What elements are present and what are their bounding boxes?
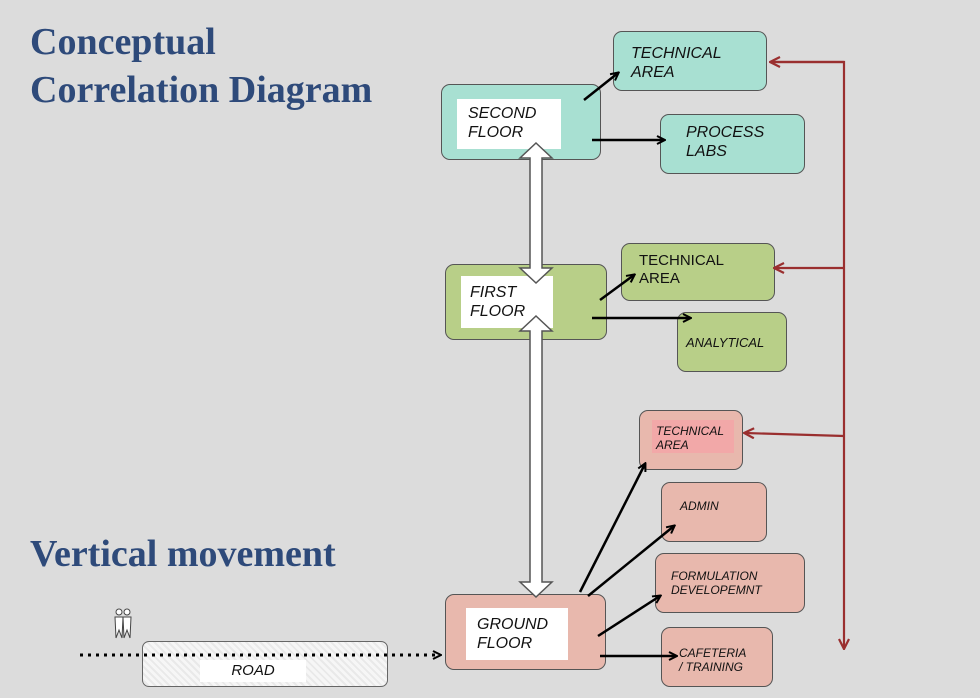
second-floor-technical-area-label: TECHNICAL AREA	[631, 45, 722, 81]
arrow-to-ground-technical	[578, 464, 645, 593]
arrow-to-admin	[587, 526, 674, 597]
formulation-development-label: FORMULATION DEVELOPEMNT	[671, 569, 762, 598]
diagram-title-line2: Correlation Diagram	[30, 69, 373, 111]
process-labs-label: PROCESS LABS	[686, 124, 765, 160]
first-floor-technical-area-label: TECHNICAL AREA	[639, 252, 725, 287]
road-label: ROAD	[200, 660, 306, 682]
cafeteria-training-label: CAFETERIA / TRAINING	[679, 646, 747, 675]
second-floor-label: SECOND FLOOR	[468, 105, 537, 141]
ground-technical-highlight	[652, 420, 734, 453]
service-distribution-line	[745, 62, 844, 648]
first-floor-label: FIRST FLOOR	[470, 284, 526, 320]
cafeteria-training-box	[661, 627, 773, 687]
vertical-circulation-arrow-lower	[518, 314, 554, 599]
arrow-to-first-technical	[599, 275, 634, 302]
ground-floor-label: GROUND FLOOR	[477, 616, 549, 652]
process-labs-box	[660, 114, 805, 174]
first-floor-technical-area-box	[621, 243, 775, 301]
second-floor-technical-area-box	[613, 31, 767, 91]
analytical-box	[677, 312, 787, 372]
admin-box	[661, 482, 767, 542]
formulation-development-box	[655, 553, 805, 613]
ground-floor-technical-area-label: TECHNICAL AREA	[656, 424, 725, 453]
arrow-to-second-technical	[583, 73, 618, 101]
ground-floor-label-bg	[466, 608, 568, 660]
analytical-label: ANALYTICAL	[686, 335, 765, 350]
second-floor-label-bg	[457, 99, 561, 149]
people-icon	[114, 608, 132, 639]
arrow-to-formulation	[597, 596, 660, 638]
vertical-circulation-arrow-upper	[518, 141, 554, 285]
diagram-title-line1: Conceptual	[30, 21, 216, 63]
admin-label: ADMIN	[680, 499, 719, 513]
section-title-vertical-movement: Vertical movement	[30, 533, 336, 575]
